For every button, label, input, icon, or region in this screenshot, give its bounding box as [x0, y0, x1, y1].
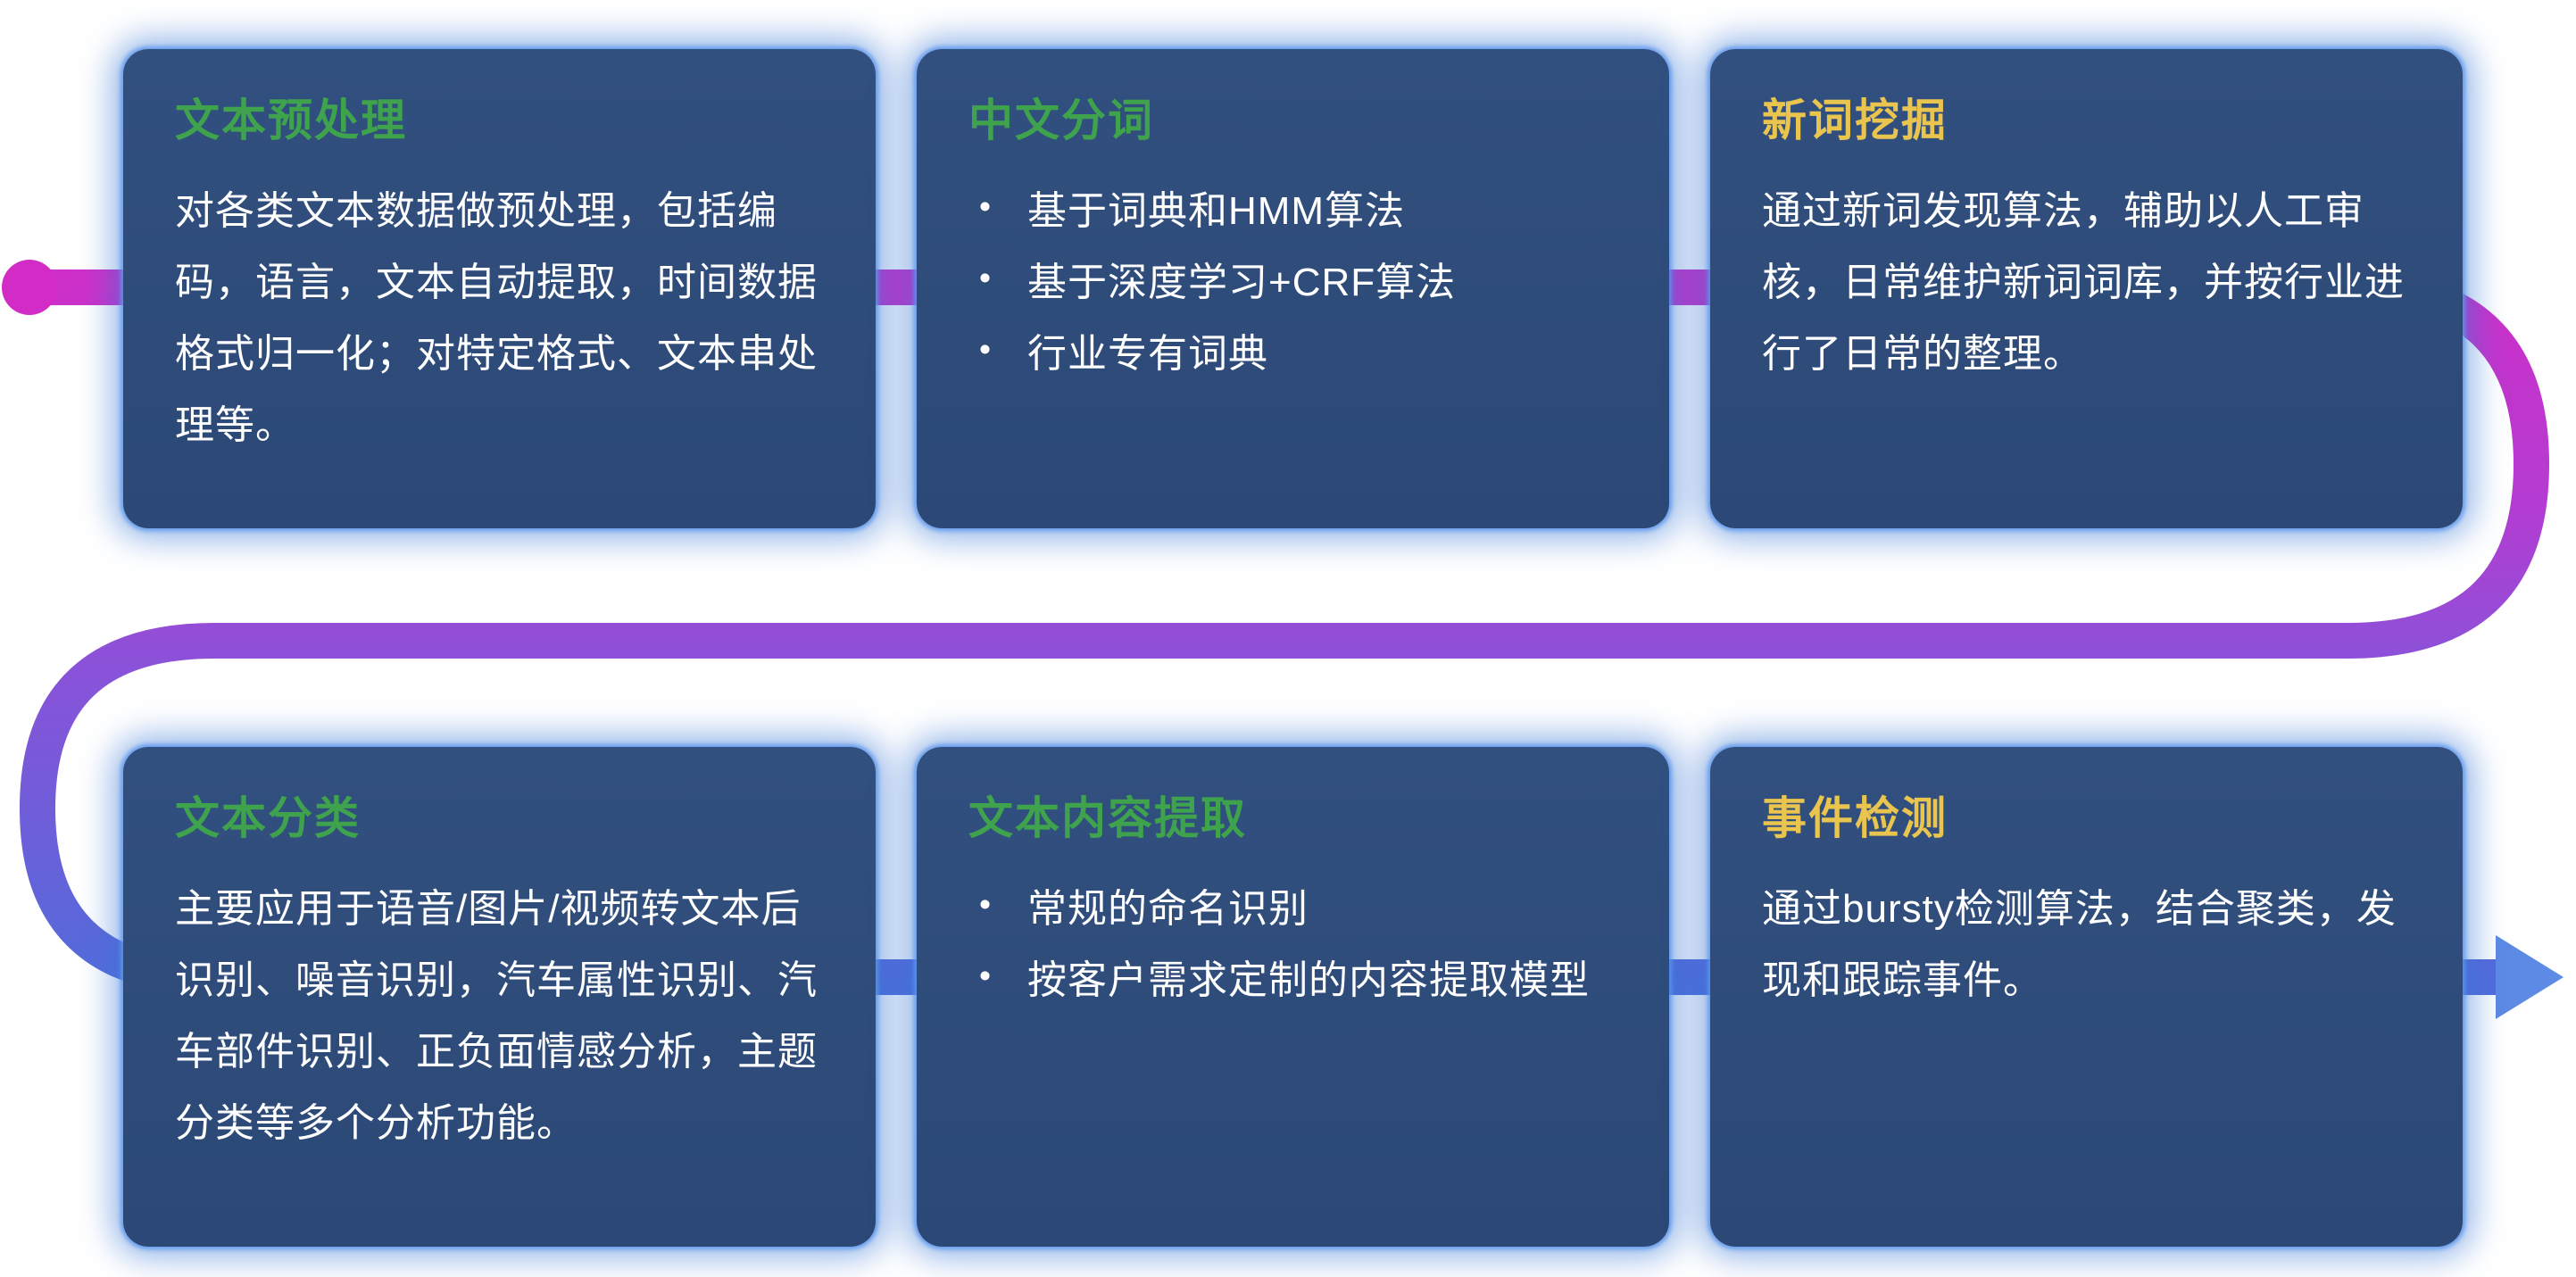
bullet-item: 常规的命名识别: [968, 874, 1617, 945]
card-title: 文本内容提取: [968, 793, 1247, 843]
bullet-item: 基于深度学习+CRF算法: [968, 247, 1617, 319]
bullet-item: 基于词典和HMM算法: [968, 176, 1617, 247]
flow-arrow-icon: [2496, 935, 2564, 1019]
card-text-content-extraction: 文本内容提取 常规的命名识别 按客户需求定制的内容提取模型: [917, 747, 1669, 1247]
card-row-top: 文本预处理 对各类文本数据做预处理，包括编码，语言，文本自动提取，时间数据格式归…: [123, 49, 2463, 528]
card-body: 通过bursty检测算法，结合聚类，发现和跟踪事件。: [1762, 887, 2397, 1003]
bullet-item: 行业专有词典: [968, 319, 1617, 390]
flow-start-dot: [2, 260, 57, 315]
card-text-classification: 文本分类 主要应用于语音/图片/视频转文本后识别、噪音识别，汽车属性识别、汽车部…: [123, 747, 876, 1247]
card-bullet-list: 常规的命名识别 按客户需求定制的内容提取模型: [968, 874, 1617, 1016]
card-title: 事件检测: [1762, 793, 1948, 843]
card-title: 文本预处理: [175, 95, 407, 145]
card-text-preprocessing: 文本预处理 对各类文本数据做预处理，包括编码，语言，文本自动提取，时间数据格式归…: [123, 49, 876, 528]
card-body: 通过新词发现算法，辅助以人工审核，日常维护新词词库，并按行业进行了日常的整理。: [1762, 189, 2405, 377]
card-title: 新词挖掘: [1762, 95, 1948, 145]
card-chinese-word-segmentation: 中文分词 基于词典和HMM算法 基于深度学习+CRF算法 行业专有词典: [917, 49, 1669, 528]
card-bullet-list: 基于词典和HMM算法 基于深度学习+CRF算法 行业专有词典: [968, 176, 1617, 390]
card-body: 主要应用于语音/图片/视频转文本后识别、噪音识别，汽车属性识别、汽车部件识别、正…: [175, 887, 818, 1146]
flow-line: [12, 269, 2550, 995]
card-body: 对各类文本数据做预处理，包括编码，语言，文本自动提取，时间数据格式归一化；对特定…: [175, 189, 818, 448]
card-row-bottom: 文本分类 主要应用于语音/图片/视频转文本后识别、噪音识别，汽车属性识别、汽车部…: [123, 747, 2463, 1247]
card-event-detection: 事件检测 通过bursty检测算法，结合聚类，发现和跟踪事件。: [1710, 747, 2463, 1247]
card-title: 中文分词: [968, 95, 1154, 145]
card-new-word-mining: 新词挖掘 通过新词发现算法，辅助以人工审核，日常维护新词词库，并按行业进行了日常…: [1710, 49, 2463, 528]
bullet-item: 按客户需求定制的内容提取模型: [968, 945, 1617, 1016]
card-title: 文本分类: [175, 793, 361, 843]
